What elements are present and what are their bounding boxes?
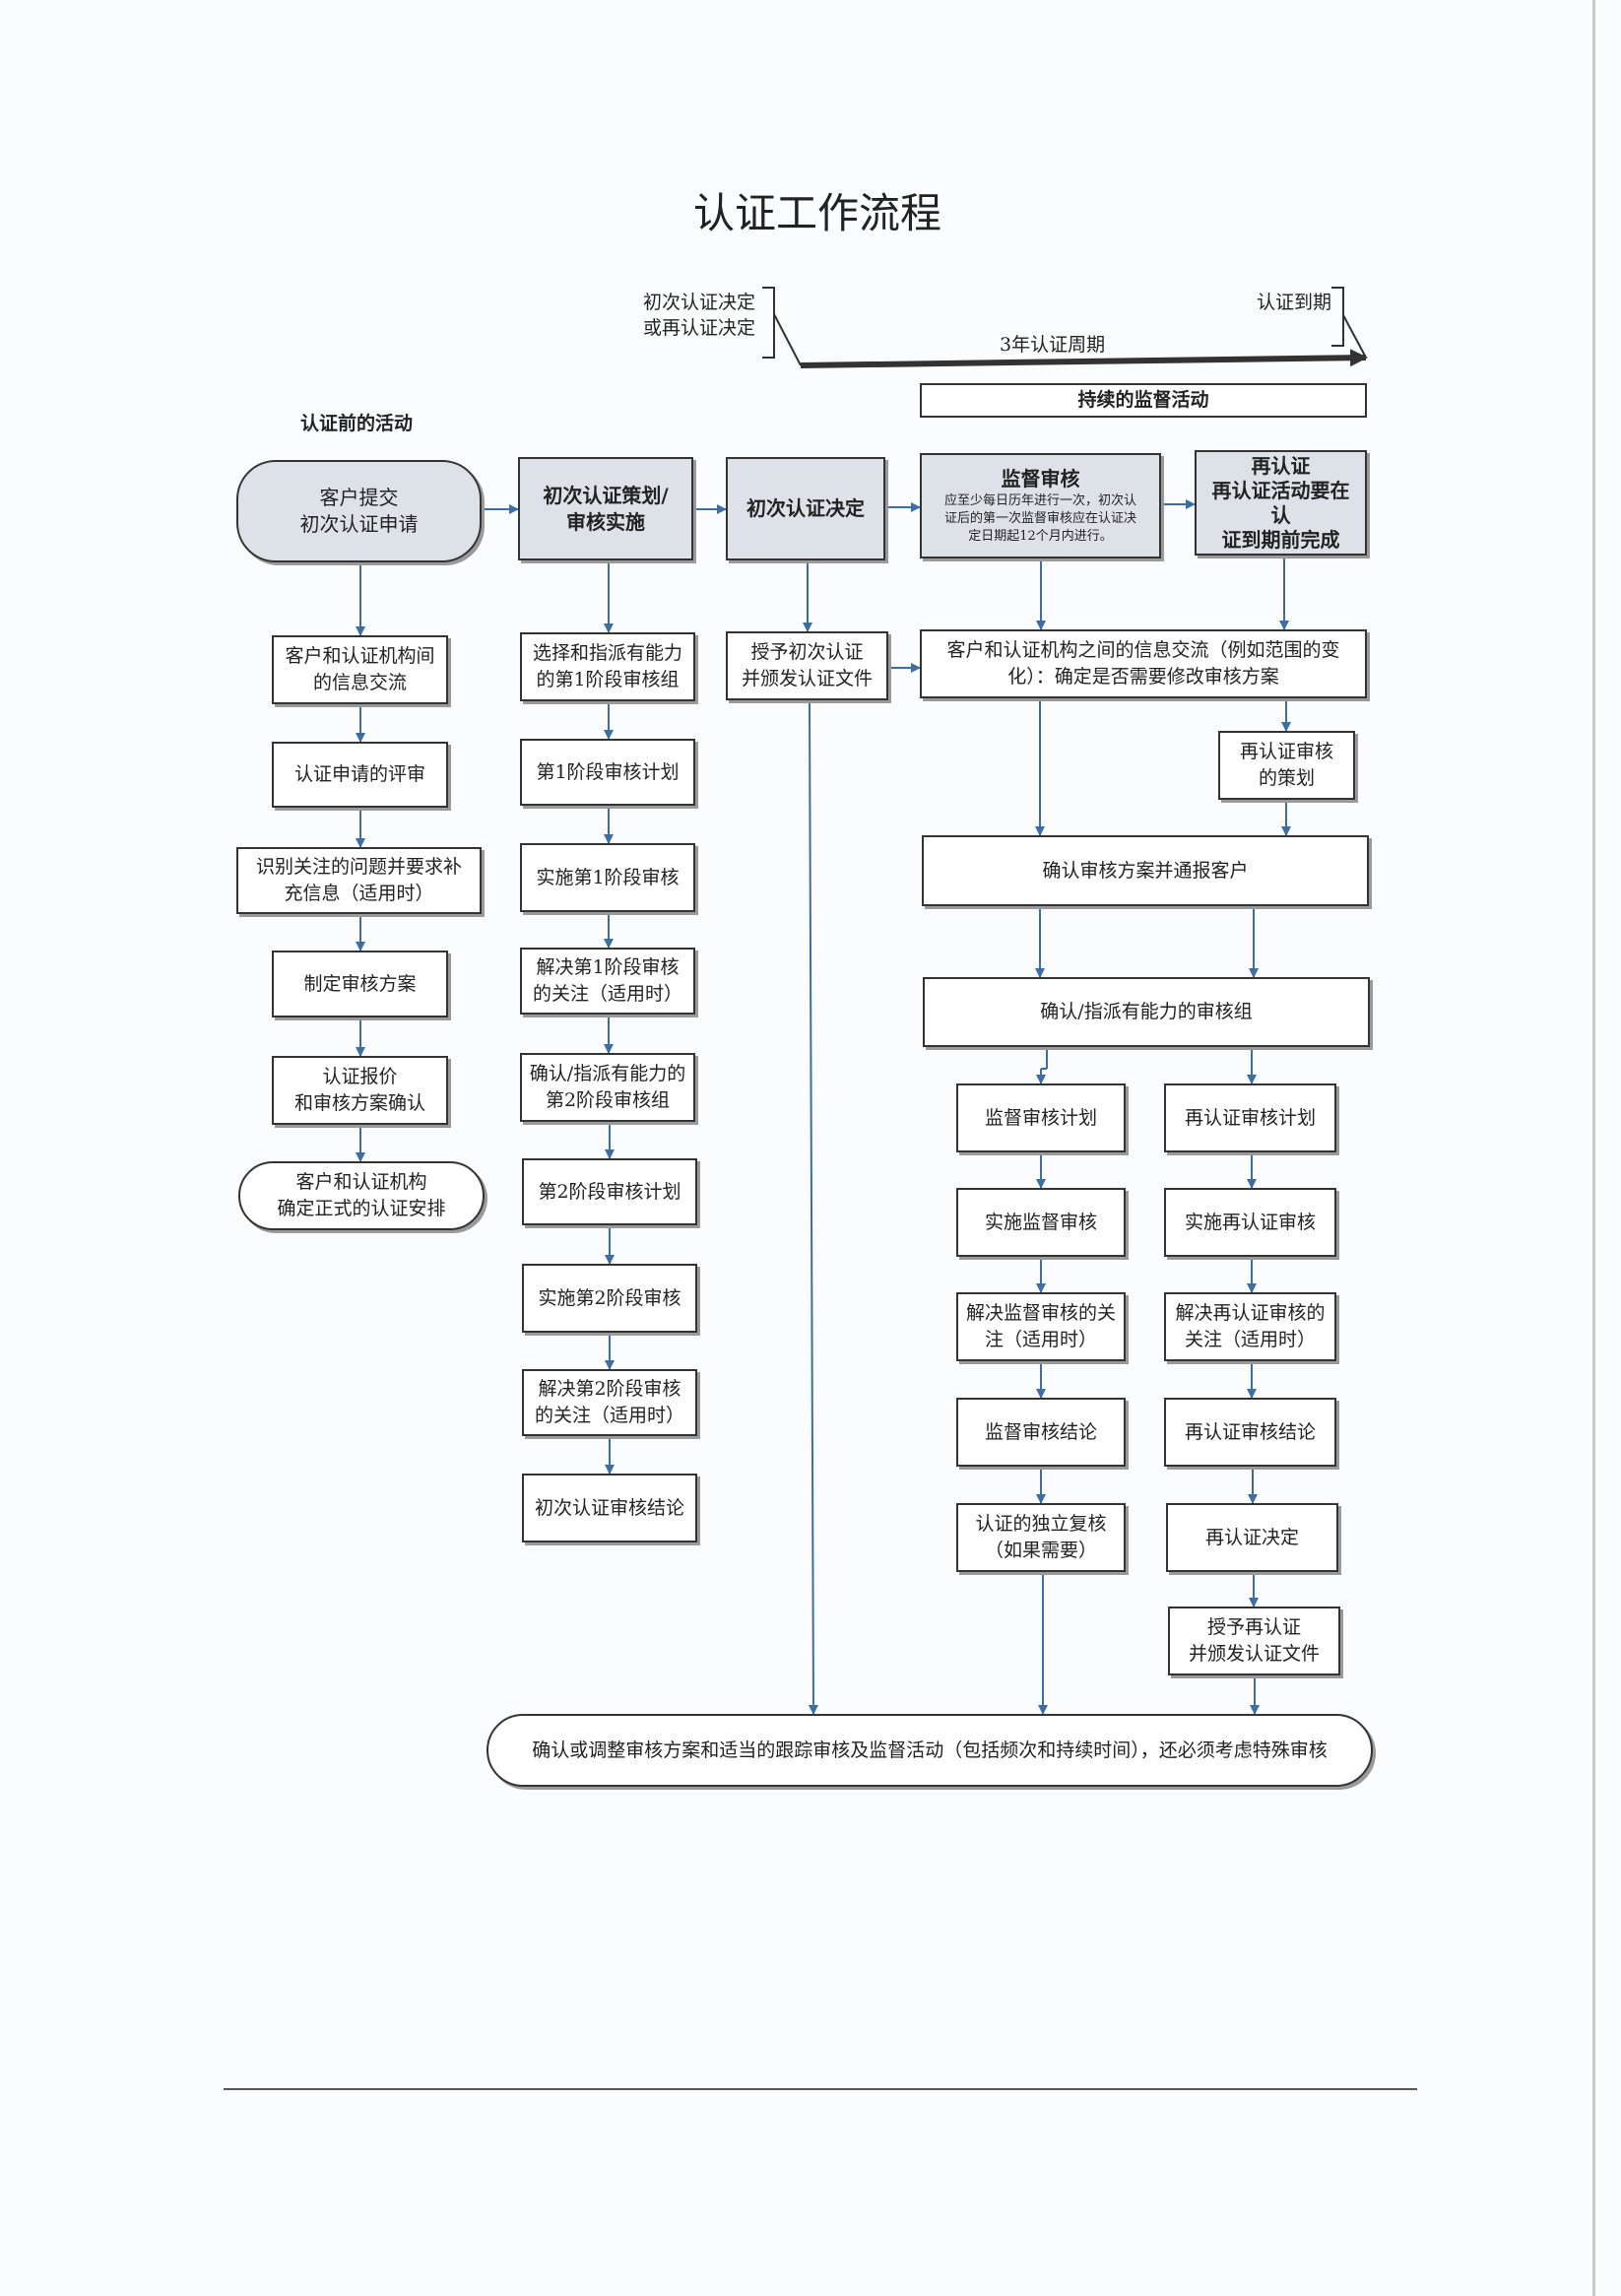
- surveillance-audit: 监督审核 应至少每日历年进行一次，初次认 证后的第一次监督审核应在认证决 定日期…: [920, 453, 1161, 558]
- surveillance-title: 监督审核: [1001, 467, 1080, 491]
- recert-step: 授予再认证 并颁发认证文件: [1168, 1607, 1340, 1675]
- flow-arrow: [808, 699, 818, 1715]
- initial-step: 选择和指派有能力 的第1阶段审核组: [520, 632, 695, 701]
- footer-divider: [224, 2088, 1417, 2090]
- cycle-label: 3年认证周期: [1000, 334, 1106, 356]
- recert-step: 再认证审核计划: [1164, 1083, 1336, 1152]
- pre-step-quotation: 认证报价 和审核方案确认: [272, 1056, 448, 1125]
- timeline-end-label: 认证到期: [1257, 292, 1332, 313]
- confirm-programme: 确认审核方案并通报客户: [922, 835, 1369, 906]
- timeline-start-label: 初次认证决定 或再认证决定: [643, 292, 756, 339]
- pre-step-info-exchange: 客户和认证机构间 的信息交流: [272, 635, 448, 704]
- initial-step: 第2阶段审核计划: [522, 1158, 697, 1225]
- pre-step-audit-programme: 制定审核方案: [272, 951, 448, 1017]
- pre-activities-heading: 认证前的活动: [300, 413, 414, 434]
- initial-step: 初次认证审核结论: [522, 1474, 697, 1542]
- info-exchange: 客户和认证机构之间的信息交流（例如范围的变 化）：确定是否需要修改审核方案: [920, 629, 1367, 698]
- recertification: 再认证 再认证活动要在认 证到期前完成: [1195, 450, 1367, 556]
- pre-step-formal-arrangement: 客户和认证机构 确定正式的认证安排: [238, 1161, 485, 1230]
- recert-step: 再认证审核结论: [1164, 1398, 1336, 1467]
- pre-step-identify-concerns: 识别关注的问题并要求补 充信息（适用时）: [236, 847, 482, 914]
- timeline-lines: [762, 287, 1368, 368]
- surveillance-step: 解决监督审核的关 注（适用时）: [956, 1292, 1126, 1361]
- page-title: 认证工作流程: [692, 189, 941, 237]
- ongoing-surveillance-bar: 持续的监督活动: [920, 383, 1367, 418]
- recert-planning: 再认证审核 的策划: [1218, 731, 1355, 800]
- submit-application: 客户提交 初次认证申请: [236, 460, 482, 562]
- surveillance-step: 监督审核结论: [956, 1398, 1126, 1467]
- flow-arrows: [356, 499, 1291, 1715]
- confirm-audit-team: 确认/指派有能力的审核组: [923, 977, 1370, 1047]
- surveillance-step: 认证的独立复核 （如果需要）: [956, 1503, 1126, 1572]
- surveillance-step: 监督审核计划: [956, 1083, 1126, 1152]
- initial-step: 实施第2阶段审核: [522, 1264, 697, 1333]
- pre-step-application-review: 认证申请的评审: [272, 742, 448, 808]
- initial-step: 实施第1阶段审核: [520, 843, 695, 912]
- initial-decision: 初次认证决定: [726, 457, 885, 560]
- recert-step: 实施再认证审核: [1164, 1188, 1336, 1257]
- grant-initial-certification: 授予初次认证 并颁发认证文件: [726, 631, 888, 700]
- initial-step: 确认/指派有能力的 第2阶段审核组: [520, 1053, 695, 1122]
- initial-planning: 初次认证策划/ 审核实施: [518, 457, 693, 560]
- initial-step: 第1阶段审核计划: [520, 739, 695, 806]
- initial-step: 解决第1阶段审核 的关注（适用时）: [520, 948, 695, 1015]
- initial-step: 解决第2阶段审核 的关注（适用时）: [522, 1369, 697, 1436]
- final-step: 确认或调整审核方案和适当的跟踪审核及监督活动（包括频次和持续时间），还必须考虑特…: [486, 1714, 1373, 1787]
- recert-step: 再认证决定: [1166, 1503, 1338, 1572]
- page-edge: [1592, 0, 1595, 2296]
- surveillance-note: 应至少每日历年进行一次，初次认 证后的第一次监督审核应在认证决 定日期起12个月…: [943, 493, 1136, 544]
- recert-step: 解决再认证审核的 关注（适用时）: [1164, 1292, 1336, 1361]
- surveillance-step: 实施监督审核: [956, 1188, 1126, 1257]
